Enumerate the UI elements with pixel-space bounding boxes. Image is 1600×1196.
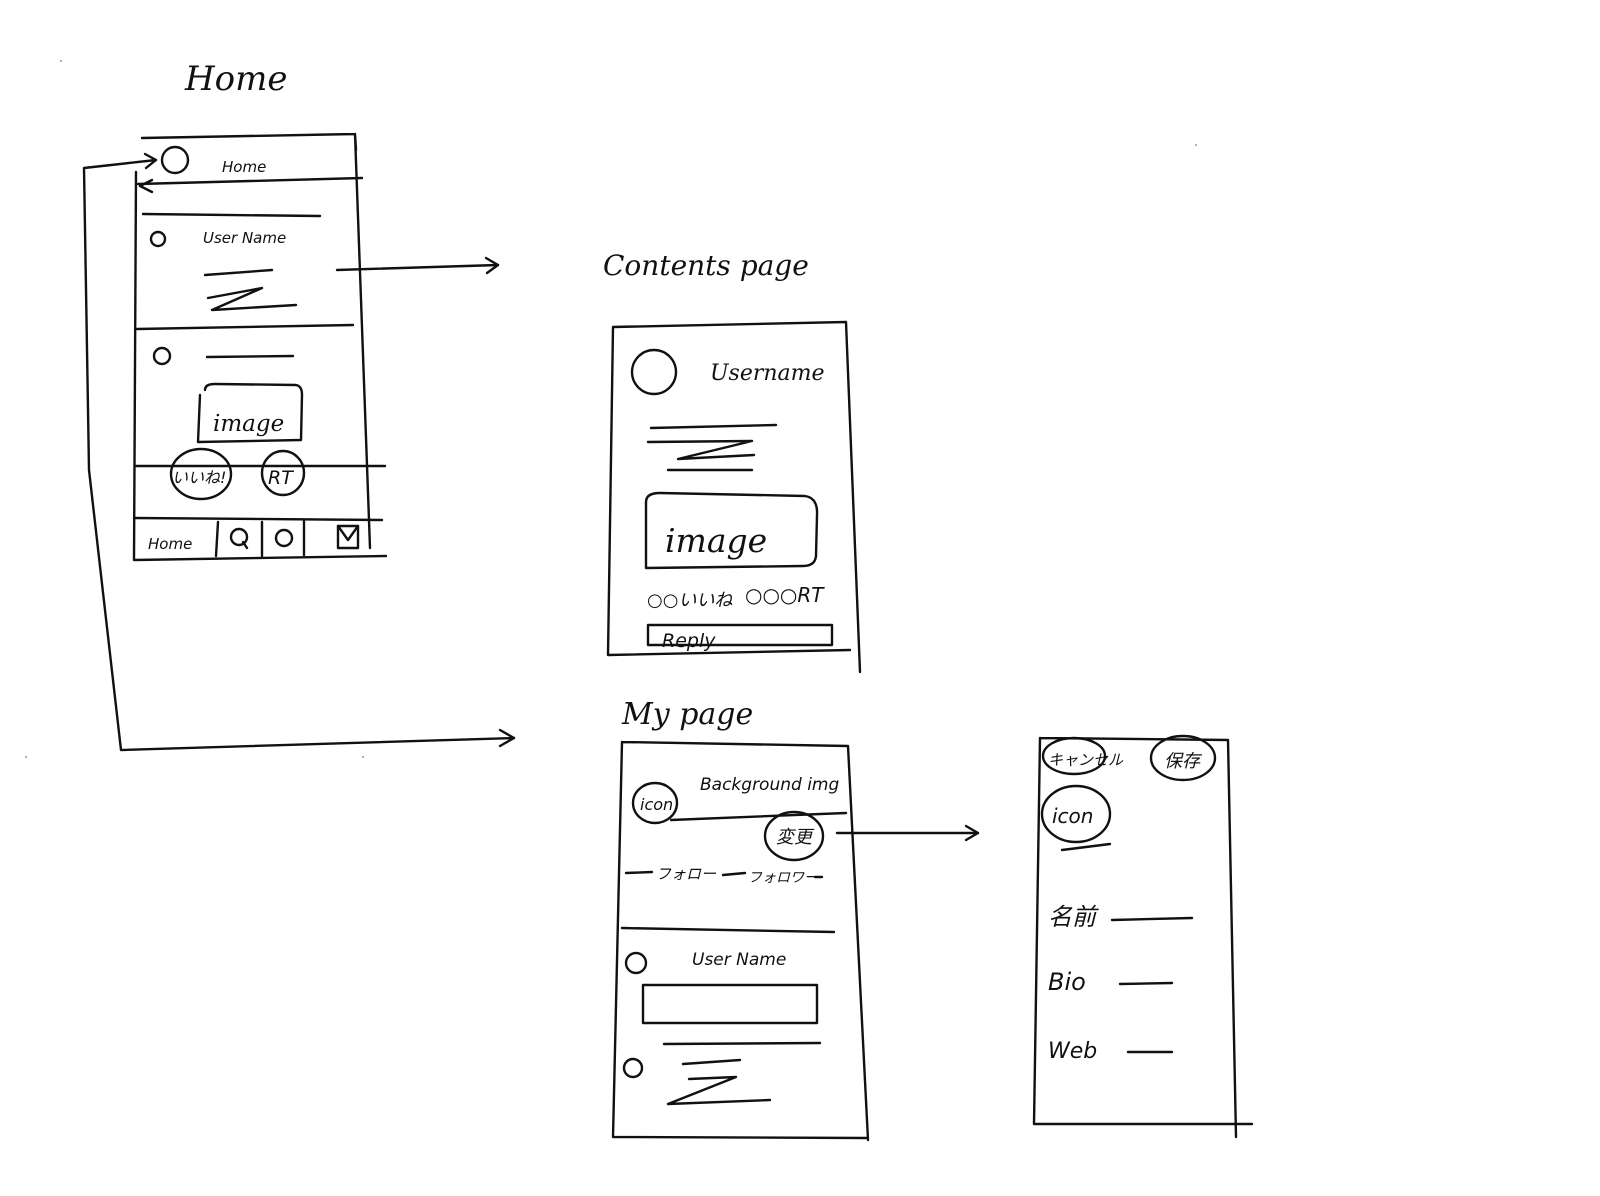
mypage-follow-dashes <box>624 870 824 879</box>
arrow-head-header <box>143 152 158 170</box>
name-field-line[interactable] <box>1110 916 1194 922</box>
contents-image-label: image <box>665 521 767 560</box>
arrow-head-left <box>138 178 154 194</box>
tab-home[interactable]: Home <box>148 535 192 553</box>
home-image-label: image <box>213 411 284 437</box>
edit-profile-button-circle[interactable] <box>763 810 825 862</box>
mypage-title: My page <box>621 697 753 732</box>
mypage-icon-circle <box>631 781 679 825</box>
rt-button-label[interactable]: RT <box>268 467 294 489</box>
reply-field[interactable] <box>646 623 834 647</box>
cancel-button-label[interactable]: キャンセル <box>1048 751 1124 769</box>
contents-title: Contents page <box>603 249 809 282</box>
home-post1-username: User Name <box>203 229 286 247</box>
edit-profile-button-label[interactable]: 変更 <box>776 827 815 848</box>
mypage-phone-frame <box>611 740 870 1142</box>
tab-message-icon[interactable] <box>336 524 360 550</box>
home-to-contents-arrow <box>335 263 500 272</box>
home-phone-frame <box>132 132 388 562</box>
save-button-label[interactable]: 保存 <box>1164 751 1203 772</box>
mypage-post-line <box>662 1041 822 1046</box>
contents-rt-count: ○○○RT <box>745 583 825 607</box>
home-post1-text-scribble <box>203 268 298 312</box>
rt-button-circle[interactable] <box>260 449 306 497</box>
home-header-avatar <box>160 145 190 175</box>
web-field-label: Web <box>1048 1039 1097 1064</box>
edit-icon-circle[interactable] <box>1040 784 1112 844</box>
contents-phone-frame <box>606 320 862 674</box>
paper-dot <box>362 756 364 758</box>
home-post1-avatar <box>149 230 167 248</box>
home-header-title: Home <box>222 158 266 176</box>
mypage-background-line <box>669 811 848 822</box>
edit-icon-underline <box>1060 842 1112 852</box>
contents-image-box <box>644 491 819 570</box>
arrow-head-mypage <box>498 728 516 748</box>
paper-dot <box>25 756 27 758</box>
mypage-follow-count: フォロー <box>656 865 717 883</box>
mypage-follower-count: フォロワー <box>748 870 819 886</box>
home-post-divider <box>135 323 355 331</box>
name-field-label: 名前 <box>1048 903 1099 931</box>
home-image-box <box>196 382 304 444</box>
mypage-section-divider <box>620 926 836 934</box>
contents-username: Username <box>710 361 825 386</box>
contents-avatar <box>630 348 678 396</box>
tab-search-handle <box>241 540 249 550</box>
contents-text-scribble <box>646 423 778 472</box>
reply-field-label[interactable]: Reply <box>662 630 716 652</box>
mypage-post2-text-scribble <box>666 1058 772 1106</box>
cancel-button-circle[interactable] <box>1041 736 1107 776</box>
mypage-icon-label: icon <box>640 795 673 814</box>
tab-message-icon-flap <box>336 524 360 542</box>
arrow-head-edit <box>964 824 980 842</box>
contents-likes-count: ○○いいね <box>647 590 733 611</box>
arrow-head-contents <box>484 256 500 275</box>
mypage-post-image-box <box>641 983 819 1025</box>
like-button-circle[interactable] <box>169 447 233 501</box>
home-post2-avatar <box>152 346 172 366</box>
save-button-circle[interactable] <box>1149 734 1217 782</box>
home-to-mypage-arrow <box>82 158 516 752</box>
home-post1-top-line <box>141 212 322 218</box>
paper-dot <box>1195 144 1197 146</box>
tab-search-icon[interactable] <box>229 527 249 547</box>
paper-dot <box>60 60 62 62</box>
mypage-background-label: Background img <box>700 775 839 795</box>
home-post2-text-line <box>205 354 295 359</box>
home-title: Home <box>184 59 287 99</box>
home-tabbar-dividers <box>214 519 306 558</box>
tab-notification-icon[interactable] <box>274 528 294 548</box>
home-header-divider <box>136 176 364 186</box>
bio-field-line[interactable] <box>1118 981 1174 986</box>
bio-field-label: Bio <box>1048 968 1086 996</box>
home-tabbar-top-line <box>132 516 384 522</box>
like-button-label[interactable]: いいね! <box>172 468 226 487</box>
mypage-post-username: User Name <box>692 950 786 970</box>
mypage-post-avatar <box>624 951 648 975</box>
edit-phone-frame <box>1032 736 1254 1139</box>
mypage-post2-avatar <box>622 1057 644 1079</box>
edit-icon-label[interactable]: icon <box>1052 804 1093 828</box>
